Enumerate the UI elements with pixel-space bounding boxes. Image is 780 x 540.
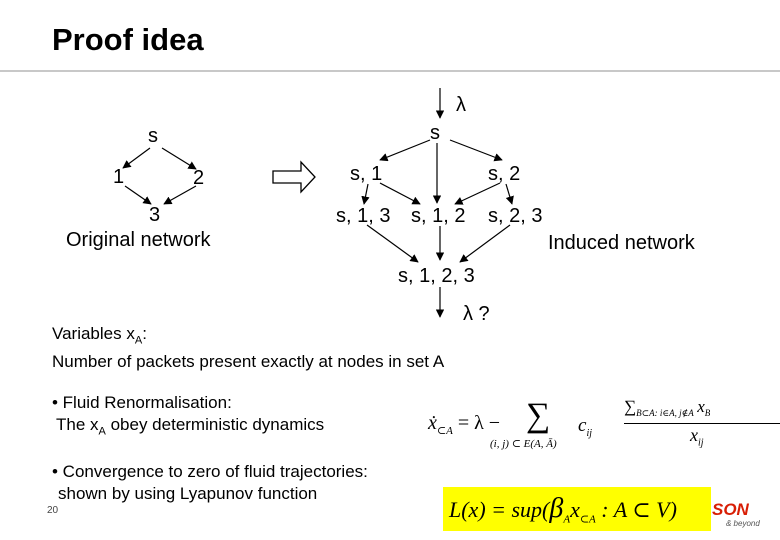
fluid-line-2: The xA obey deterministic dynamics [56, 415, 325, 438]
transform-arrow-icon [272, 160, 316, 194]
lyapunov-highlight [443, 487, 711, 531]
ind-node-s23: s, 2, 3 [488, 205, 542, 227]
edge-1-3 [124, 185, 152, 205]
variables-line-2: Number of packets present exactly at nod… [52, 352, 445, 372]
edge-s-2 [161, 147, 197, 170]
orig-node-3: 3 [149, 204, 160, 226]
variables-text: Variables xA: Number of packets present … [52, 323, 444, 373]
ind-node-s1: s, 1 [350, 163, 382, 185]
fluid-eq-sum-sub: (i, j) ⊂ E(A, Ā) [490, 438, 557, 450]
logo-sub-text: & beyond [726, 519, 760, 528]
induced-network-label: Induced network [548, 232, 696, 254]
edge-s1-s13 [361, 183, 370, 205]
title-rule [0, 70, 780, 72]
page-title: Proof idea [52, 22, 204, 57]
fluid-eq-c: cij [578, 415, 592, 439]
logo-main-text: SON [712, 500, 749, 519]
ind-node-s: s [430, 122, 440, 144]
original-network-label: Original network [66, 229, 212, 251]
convergence-text: • Convergence to zero of fluid trajector… [52, 461, 368, 505]
fluid-eq-numerator: ∑B⊂A: i∈A, j∉A xB [624, 397, 711, 418]
edge-s-s1 [379, 139, 431, 162]
brand-logo: SON & beyond [712, 500, 772, 536]
ind-node-s123: s, 1, 2, 3 [398, 265, 475, 287]
convergence-heading: • Convergence to zero of fluid trajector… [52, 462, 368, 481]
slide-number: 20 [47, 505, 59, 516]
orig-node-2: 2 [193, 167, 204, 189]
fluid-text: • Fluid Renormalisation: The xA obey det… [52, 392, 324, 442]
original-network-edges [122, 147, 197, 205]
induced-network-edges [361, 88, 514, 318]
lambda-in-label: λ [456, 94, 466, 116]
fluid-eq-denominator: xij [690, 425, 704, 449]
edge-s-s2 [449, 139, 503, 162]
edge-s-1 [122, 147, 151, 169]
edge-2-3 [163, 185, 197, 205]
convergence-line-2: shown by using Lyapunov function [58, 484, 318, 503]
ind-node-s12: s, 1, 2 [411, 205, 465, 227]
edge-s23-s123 [459, 224, 511, 263]
orig-node-s: s [148, 125, 158, 147]
variables-line-1: Variables xA: [52, 324, 147, 347]
fluid-eq-fraction-bar [624, 423, 780, 424]
ind-node-s2: s, 2 [488, 163, 520, 185]
edge-s2-s23 [505, 183, 514, 205]
edge-s13-s123 [366, 224, 419, 263]
fluid-heading: • Fluid Renormalisation: [52, 393, 232, 412]
lambda-out-label: λ ? [463, 303, 490, 325]
ind-node-s13: s, 1, 3 [336, 205, 390, 227]
orig-node-1: 1 [113, 166, 124, 188]
edge-s1-s12 [379, 182, 421, 205]
lyapunov-function: L(x) = sup(βAx⊂A : A ⊂ V) [449, 493, 677, 526]
fluid-eq-sum: ∑ [526, 397, 551, 434]
edge-s2-s12 [454, 182, 501, 205]
fluid-eq-lhs: ẋ⊂A = λ − [428, 412, 501, 437]
